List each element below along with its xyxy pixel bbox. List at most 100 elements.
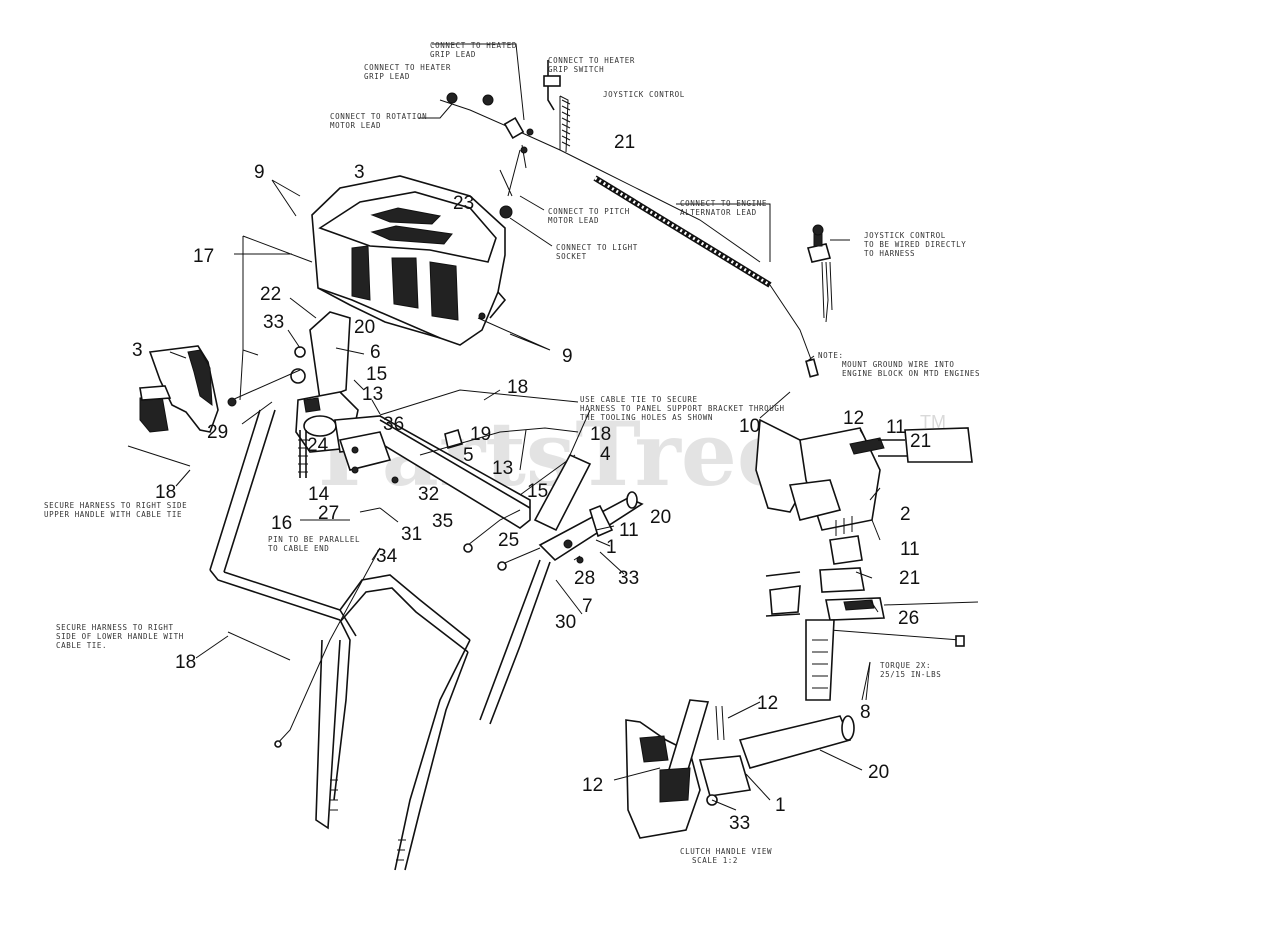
note-panel-2: HARNESS TO PANEL SUPPORT BRACKET THROUGH [580,404,785,413]
callout-9b: 9 [562,346,573,367]
note-heater-lead-2: GRIP LEAD [364,72,410,81]
note-lower-handle-1: SECURE HARNESS TO RIGHT [56,623,174,632]
callout-36: 36 [383,414,404,435]
note-pin-1: PIN TO BE PARALLEL [268,535,360,544]
left-side-panel [139,345,219,433]
note-alternator-2: ALTERNATOR LEAD [680,208,757,217]
note-torque-1: TORQUE 2X: [880,661,931,670]
dashboard-cover [311,175,507,346]
callout-7: 7 [582,596,593,617]
callout-numbers: 9 3 23 21 17 22 33 20 3 6 9 15 13 18 29 … [132,132,931,834]
note-upper-handle-2: UPPER HANDLE WITH CABLE TIE [44,510,182,519]
note-ground-3: ENGINE BLOCK ON MTD ENGINES [842,369,980,378]
note-joystick-wired-2: TO BE WIRED DIRECTLY [864,240,966,249]
handle-frame [209,409,551,871]
callout-27: 27 [318,503,339,524]
callout-26: 26 [898,608,919,629]
note-heater-switch-2: GRIP SWITCH [548,65,604,74]
notes: CONNECT TO HEATED GRIP LEAD CONNECT TO H… [44,41,980,865]
note-pin-2: TO CABLE END [268,544,329,553]
note-heated-grip-2: GRIP LEAD [430,50,476,59]
note-joystick-wired-1: JOYSTICK CONTROL [864,231,946,240]
right-assembly [755,418,979,701]
panel-support-bracket [334,389,579,529]
callout-22: 22 [260,284,281,305]
note-torque-2: 25/15 IN-LBS [880,670,941,679]
handle-tower [227,311,359,478]
callout-17: 17 [193,246,214,267]
callout-28: 28 [574,568,595,589]
callout-23: 23 [453,193,474,214]
note-clutch-view-1: CLUTCH HANDLE VIEW [680,847,772,856]
harness-21 [593,175,819,378]
callout-34: 34 [376,546,398,567]
callout-29: 29 [207,422,228,443]
callout-33c: 33 [729,813,750,834]
callout-13: 13 [362,384,383,405]
joystick-control [806,224,833,323]
callout-15b: 15 [527,481,548,502]
note-ground-1: NOTE: [818,351,844,360]
callout-16: 16 [271,513,292,534]
note-joystick-wired-3: TO HARNESS [864,249,915,258]
cables [127,445,381,748]
callout-24: 24 [307,435,329,456]
callout-14: 14 [308,484,330,505]
callout-18: 18 [507,377,528,398]
callout-21: 21 [614,132,635,153]
note-pitch-2: MOTOR LEAD [548,216,599,225]
callout-33: 33 [263,312,284,333]
callout-2: 2 [900,504,911,525]
callout-8: 8 [860,702,871,723]
callout-10: 10 [739,416,760,437]
callout-12b: 12 [757,693,778,714]
callout-33b: 33 [618,568,639,589]
note-rotation-1: CONNECT TO ROTATION [330,112,427,121]
callout-15: 15 [366,364,387,385]
note-light-1: CONNECT TO LIGHT [556,243,638,252]
leaders [169,43,881,811]
callout-21c: 21 [899,568,920,589]
note-pitch-1: CONNECT TO PITCH [548,207,630,216]
callout-20c: 20 [868,762,889,783]
note-panel-1: USE CABLE TIE TO SECURE [580,395,698,404]
note-upper-handle-1: SECURE HARNESS TO RIGHT SIDE [44,501,187,510]
callout-11b: 11 [886,417,906,438]
callout-20b: 20 [650,507,671,528]
callout-1b: 1 [775,795,786,816]
callout-13b: 13 [492,458,513,479]
callout-5: 5 [463,445,474,466]
note-heated-grip-1: CONNECT TO HEATED [430,41,517,50]
callout-12: 12 [843,408,864,429]
grip-tubes [463,453,644,571]
callout-6: 6 [370,342,381,363]
callout-3: 3 [354,162,365,183]
callout-11: 11 [619,520,639,541]
callout-31: 31 [401,524,422,545]
callout-30: 30 [555,612,576,633]
callout-3b: 3 [132,340,143,361]
callout-1: 1 [606,537,617,558]
note-rotation-2: MOTOR LEAD [330,121,381,130]
note-heater-switch-1: CONNECT TO HEATER [548,56,635,65]
watermark-tm: TM [920,412,946,432]
clutch-handle-view [625,699,855,839]
callout-35: 35 [432,511,453,532]
note-panel-3: THE TOOLING HOLES AS SHOWN [580,413,713,422]
note-lower-handle-3: CABLE TIE. [56,641,107,650]
note-clutch-view-2: SCALE 1:2 [692,856,738,865]
callout-11c: 11 [900,539,920,560]
callout-18b: 18 [590,424,611,445]
note-light-2: SOCKET [556,252,587,261]
callout-25: 25 [498,530,519,551]
wiring-top [439,60,761,263]
note-alternator-1: CONNECT TO ENGINE [680,199,767,208]
note-ground-2: MOUNT GROUND WIRE INTO [842,360,955,369]
callout-12c: 12 [582,775,603,796]
callout-18c: 18 [155,482,176,503]
callout-32: 32 [418,484,439,505]
note-heater-lead-1: CONNECT TO HEATER [364,63,451,72]
callout-9: 9 [254,162,265,183]
